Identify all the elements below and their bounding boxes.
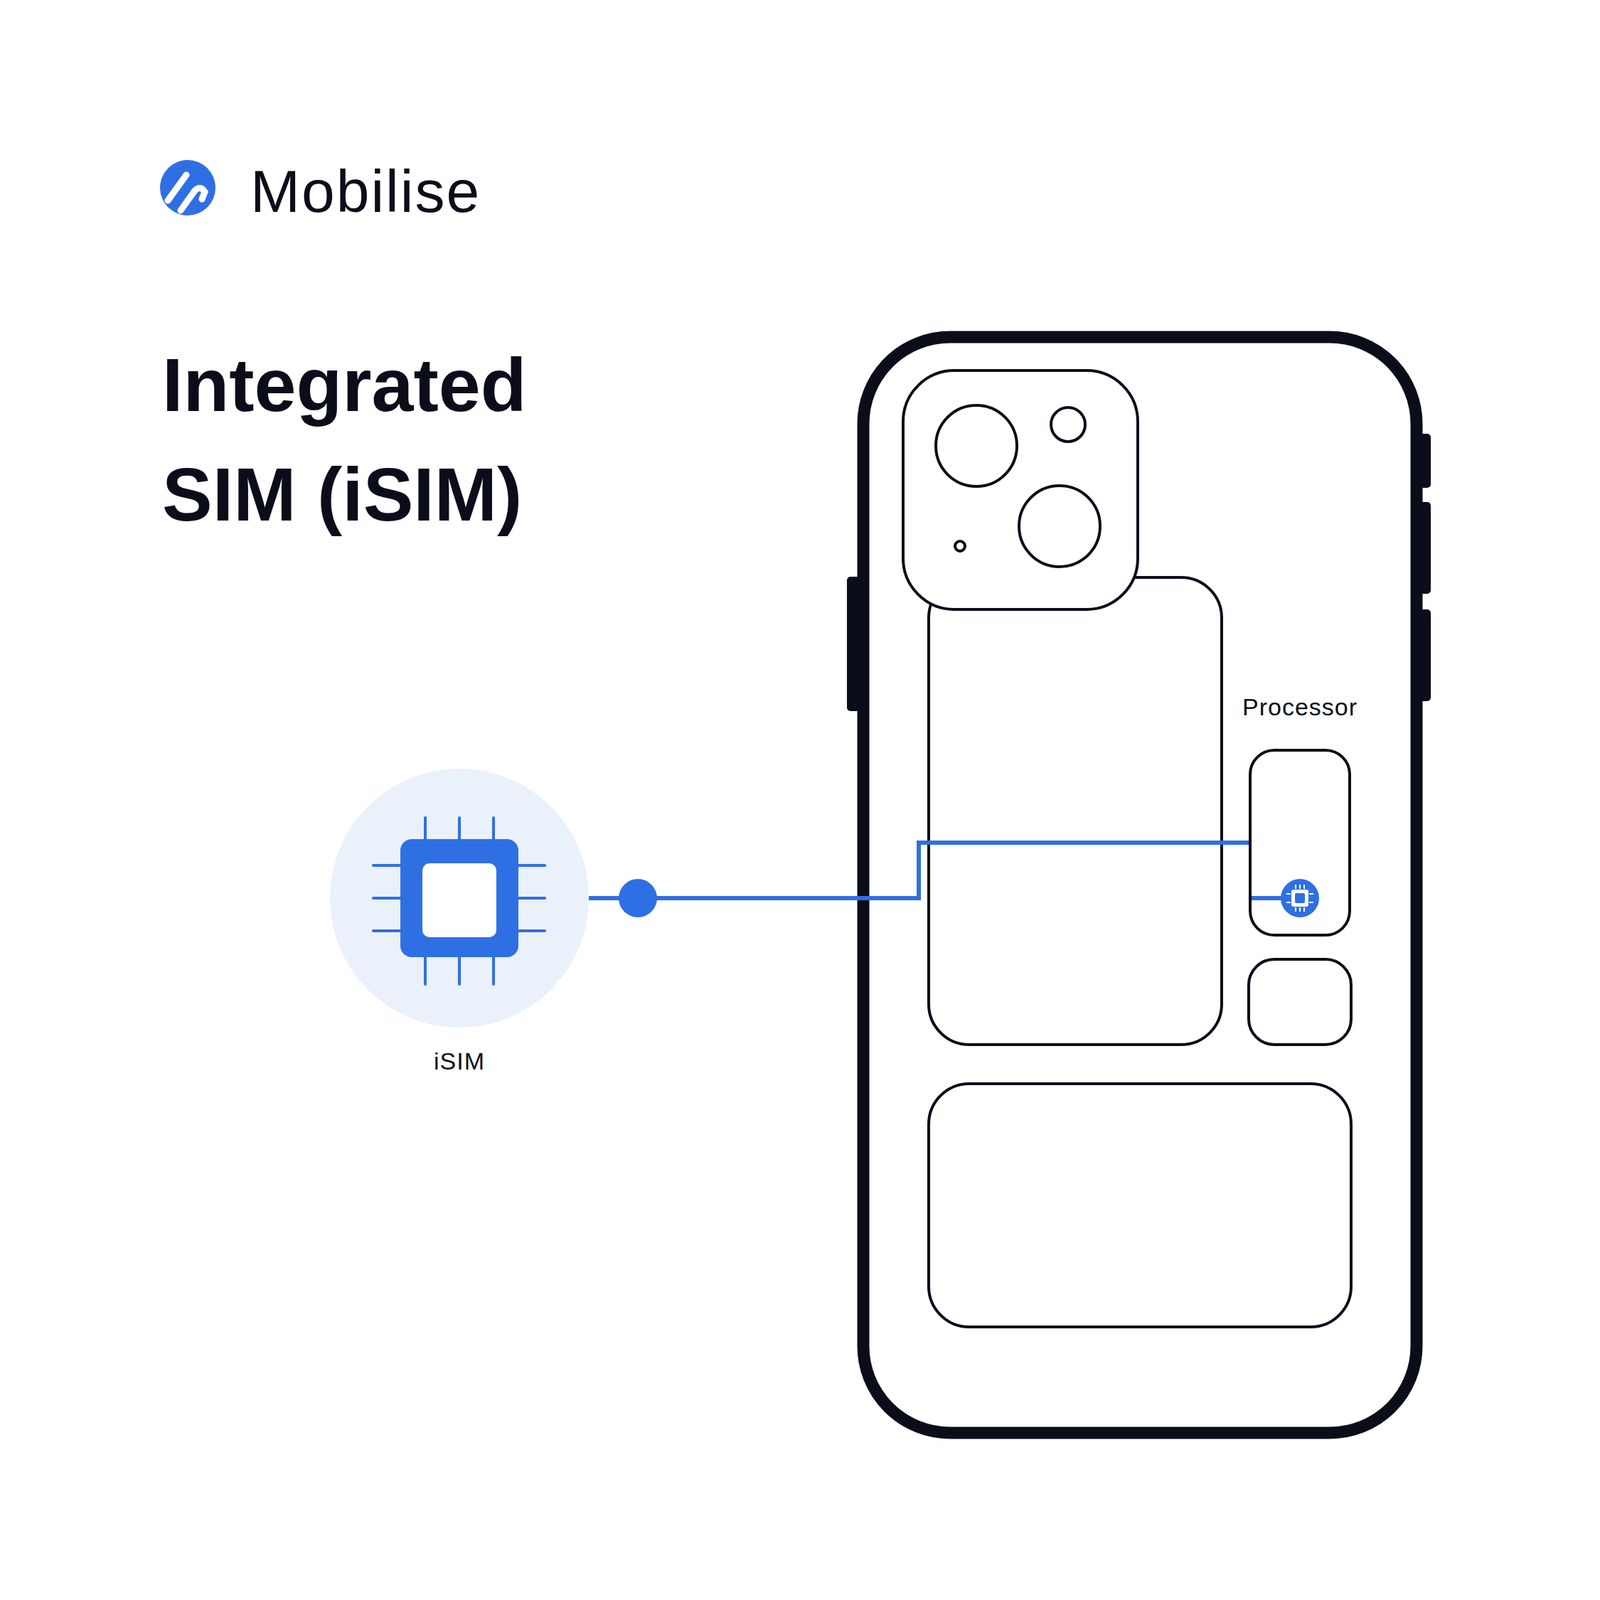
logo-stroke [180, 187, 205, 211]
logo-stroke [167, 174, 187, 201]
callout-dot [618, 878, 658, 918]
camera-flash [1051, 407, 1086, 442]
logo-wordmark: Mobilise [250, 161, 481, 222]
battery-block [928, 577, 1222, 1045]
isim-circle [329, 768, 589, 1028]
camera-bump [903, 370, 1138, 610]
component-label: iSIM [433, 1048, 485, 1074]
isim-node: iSIM [329, 768, 589, 1028]
component-label: Processor [1242, 694, 1358, 719]
component-block [928, 1083, 1352, 1327]
chip-icon [373, 817, 545, 985]
page-title: Integrated SIM (iSIM) [162, 329, 675, 549]
logo-circle [160, 160, 216, 216]
component-block [1248, 959, 1352, 1045]
logo-icon [160, 160, 216, 216]
chip-marker [1280, 878, 1320, 918]
connector-line [588, 842, 1249, 899]
microphone-dot [955, 541, 965, 552]
processor-box: Processor [1248, 748, 1352, 937]
camera-lens [1019, 485, 1101, 567]
phone-body [863, 337, 1417, 1433]
camera-lens [935, 405, 1017, 487]
